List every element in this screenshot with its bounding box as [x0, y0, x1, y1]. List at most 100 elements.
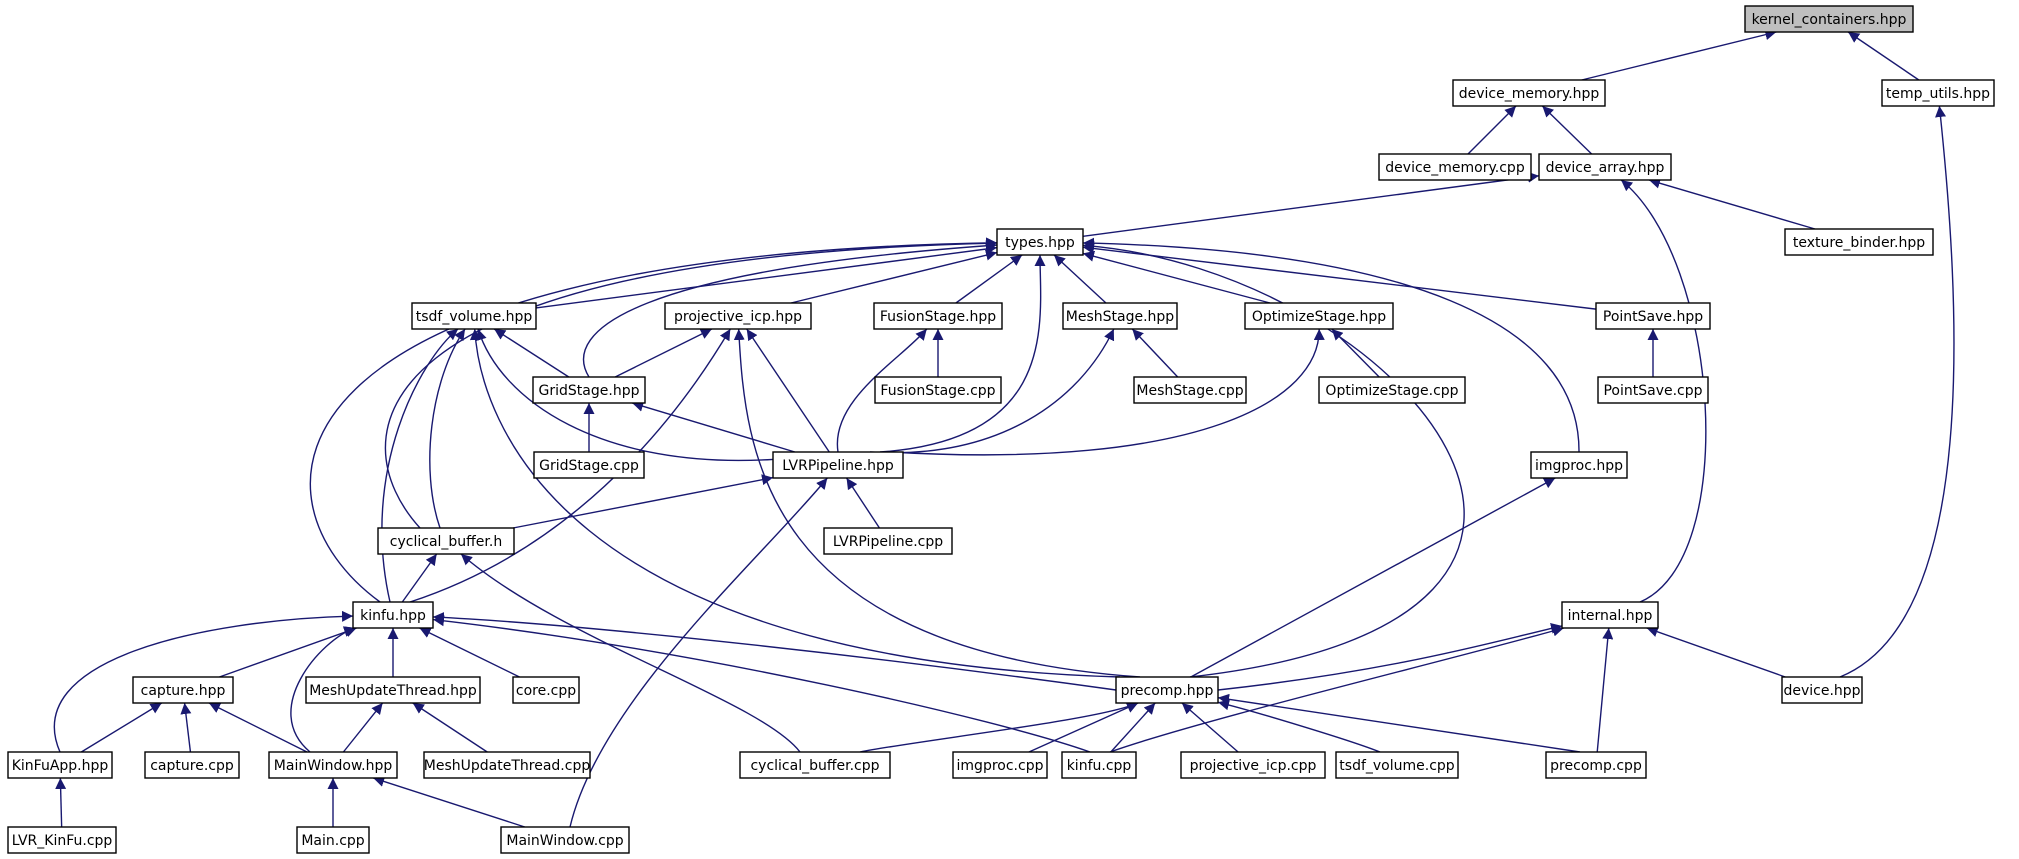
node-LVR_KinFu_cpp[interactable]: LVR_KinFu.cpp	[7, 826, 117, 854]
node-LVRPipeline_hpp[interactable]: LVRPipeline.hpp	[772, 451, 904, 479]
node-PointSave_cpp[interactable]: PointSave.cpp	[1597, 376, 1709, 404]
node-FusionStage_hpp[interactable]: FusionStage.hpp	[873, 302, 1003, 330]
node-label: OptimizeStage.cpp	[1325, 383, 1458, 399]
node-label: device.hpp	[1783, 683, 1860, 699]
node-precomp_cpp[interactable]: precomp.cpp	[1545, 751, 1647, 779]
edge-device_memory_hpp-to-device_array_hpp	[1541, 105, 1593, 155]
node-MainWindow_cpp[interactable]: MainWindow.cpp	[500, 826, 630, 854]
node-projective_icp_hpp[interactable]: projective_icp.hpp	[664, 302, 812, 330]
edge-MeshStage_hpp-to-MeshStage_cpp	[1131, 328, 1179, 378]
node-OptimizeStage_cpp[interactable]: OptimizeStage.cpp	[1318, 376, 1466, 404]
edge-kinfu_hpp-to-precomp_hpp	[432, 611, 1117, 691]
node-box	[664, 302, 812, 330]
node-box	[996, 228, 1084, 256]
node-MeshStage_cpp[interactable]: MeshStage.cpp	[1133, 376, 1247, 404]
edge-imgproc_hpp-to-precomp_hpp	[1190, 477, 1556, 678]
node-box	[1784, 228, 1934, 256]
node-box	[268, 751, 398, 779]
node-label: device_array.hpp	[1546, 160, 1665, 176]
node-imgproc_hpp[interactable]: imgproc.hpp	[1530, 451, 1628, 479]
node-label: core.cpp	[516, 683, 576, 699]
node-kinfu_hpp[interactable]: kinfu.hpp	[352, 601, 434, 629]
edge-tsdf_volume_hpp-to-GridStage_hpp	[493, 328, 570, 378]
node-box	[1244, 302, 1394, 330]
node-imgproc_cpp[interactable]: imgproc.cpp	[952, 751, 1048, 779]
edge-kinfu_hpp-to-capture_hpp	[219, 626, 357, 678]
edge-cyclical_buffer_h-to-kinfu_hpp	[401, 553, 438, 603]
node-MeshUpdateThread_hpp[interactable]: MeshUpdateThread.hpp	[305, 676, 481, 704]
edge-cyclical_buffer_h-to-cyclical_buffer_cpp	[460, 553, 801, 753]
node-device_memory_hpp[interactable]: device_memory.hpp	[1452, 79, 1606, 107]
node-GridStage_cpp[interactable]: GridStage.cpp	[533, 451, 645, 479]
node-cyclical_buffer_h[interactable]: cyclical_buffer.h	[377, 527, 515, 555]
node-box	[1530, 451, 1628, 479]
node-box	[1335, 751, 1459, 779]
node-LVRPipeline_cpp[interactable]: LVRPipeline.cpp	[823, 527, 953, 555]
node-device_memory_cpp[interactable]: device_memory.cpp	[1378, 153, 1532, 181]
node-box	[7, 826, 117, 854]
node-internal_hpp[interactable]: internal.hpp	[1561, 601, 1659, 629]
node-MainWindow_hpp[interactable]: MainWindow.hpp	[268, 751, 398, 779]
node-label: MainWindow.cpp	[506, 833, 623, 849]
edge-kernel_containers_hpp-to-device_memory_hpp	[1581, 29, 1777, 81]
edge-capture_hpp-to-capture_cpp	[180, 702, 192, 753]
node-label: tsdf_volume.cpp	[1339, 758, 1454, 774]
node-label: MeshStage.cpp	[1136, 383, 1243, 399]
node-projective_icp_cpp[interactable]: projective_icp.cpp	[1180, 751, 1326, 779]
node-temp_utils_hpp[interactable]: temp_utils.hpp	[1881, 79, 1995, 107]
node-label: LVRPipeline.cpp	[833, 534, 943, 550]
edge-projective_icp_hpp-to-GridStage_hpp	[614, 328, 713, 378]
node-KinFuApp_hpp[interactable]: KinFuApp.hpp	[7, 751, 113, 779]
edge-MeshUpdateThread_hpp-to-MeshUpdateThread_cpp	[412, 702, 488, 753]
edge-types_hpp-to-tsdf_volume_hpp	[535, 243, 998, 309]
node-device_hpp[interactable]: device.hpp	[1781, 676, 1863, 704]
node-device_array_hpp[interactable]: device_array.hpp	[1538, 153, 1672, 181]
node-types_hpp[interactable]: types.hpp	[996, 228, 1084, 256]
node-box	[305, 676, 481, 704]
node-capture_hpp[interactable]: capture.hpp	[132, 676, 234, 704]
node-label: Main.cpp	[301, 833, 364, 849]
node-box	[132, 676, 234, 704]
node-cyclical_buffer_cpp[interactable]: cyclical_buffer.cpp	[739, 751, 891, 779]
edge-kinfu_hpp-to-kinfu_cpp	[432, 615, 1091, 753]
node-label: MeshStage.hpp	[1066, 309, 1175, 325]
node-label: capture.cpp	[150, 758, 234, 774]
node-box	[411, 302, 537, 330]
node-box	[1318, 376, 1466, 404]
node-tsdf_volume_cpp[interactable]: tsdf_volume.cpp	[1335, 751, 1459, 779]
node-kernel_containers_hpp[interactable]: kernel_containers.hpp	[1744, 5, 1914, 33]
node-box	[1538, 153, 1672, 181]
node-tsdf_volume_hpp[interactable]: tsdf_volume.hpp	[411, 302, 537, 330]
edge-projective_icp_hpp-to-precomp_hpp	[733, 328, 1141, 678]
node-texture_binder_hpp[interactable]: texture_binder.hpp	[1784, 228, 1934, 256]
edge-FusionStage_hpp-to-LVRPipeline_hpp	[836, 328, 928, 453]
node-GridStage_hpp[interactable]: GridStage.hpp	[532, 376, 646, 404]
node-core_cpp[interactable]: core.cpp	[512, 676, 580, 704]
node-label: kernel_containers.hpp	[1752, 12, 1907, 28]
node-label: MainWindow.hpp	[274, 758, 393, 774]
edge-LVRPipeline_hpp-to-LVRPipeline_cpp	[845, 477, 881, 529]
node-Main_cpp[interactable]: Main.cpp	[296, 826, 370, 854]
node-MeshStage_hpp[interactable]: MeshStage.hpp	[1062, 302, 1178, 330]
edge-OptimizeStage_hpp-to-LVRPipeline_hpp	[889, 328, 1325, 456]
edge-internal_hpp-to-kinfu_cpp	[1109, 625, 1564, 753]
node-box	[533, 451, 645, 479]
edge-precomp_hpp-to-projective_icp_cpp	[1181, 702, 1239, 753]
node-PointSave_hpp[interactable]: PointSave.hpp	[1595, 302, 1711, 330]
node-label: kinfu.hpp	[360, 608, 426, 624]
node-OptimizeStage_hpp[interactable]: OptimizeStage.hpp	[1244, 302, 1394, 330]
edge-internal_hpp-to-precomp_cpp	[1596, 627, 1614, 753]
node-capture_cpp[interactable]: capture.cpp	[144, 751, 240, 779]
node-FusionStage_cpp[interactable]: FusionStage.cpp	[874, 376, 1002, 404]
node-label: LVRPipeline.hpp	[782, 458, 894, 474]
edge-precomp_hpp-to-imgproc_cpp	[1028, 702, 1139, 753]
node-label: kinfu.cpp	[1067, 758, 1132, 774]
node-box	[1881, 79, 1995, 107]
edge-internal_hpp-to-device_hpp	[1646, 626, 1786, 678]
node-precomp_hpp[interactable]: precomp.hpp	[1115, 676, 1219, 704]
edge-types_hpp-to-cyclical_buffer_h	[384, 237, 998, 529]
node-kinfu_cpp[interactable]: kinfu.cpp	[1061, 751, 1137, 779]
edge-types_hpp-to-LVRPipeline_hpp	[879, 254, 1046, 453]
node-MeshUpdateThread_cpp[interactable]: MeshUpdateThread.cpp	[423, 751, 591, 779]
